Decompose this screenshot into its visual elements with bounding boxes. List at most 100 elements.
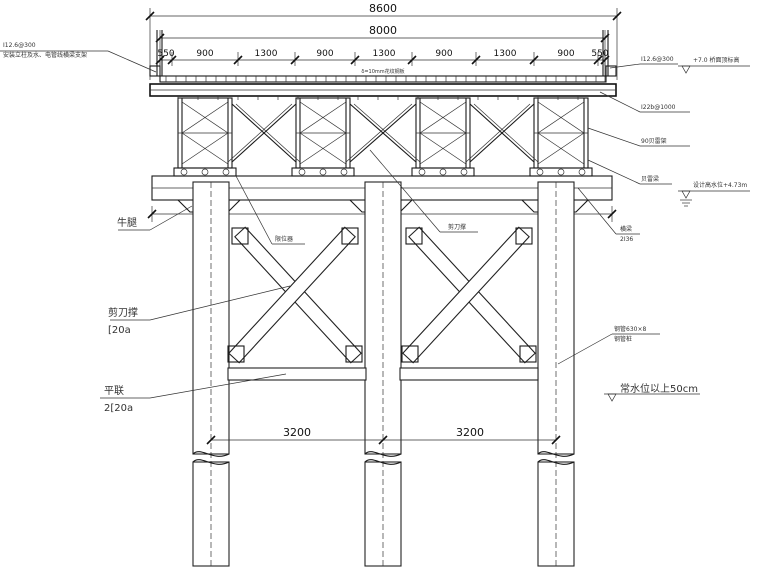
dim-3200-right: 3200 — [456, 426, 484, 439]
dim-8000-text: 8000 — [369, 24, 397, 37]
pile-spacing-dims: 3200 3200 — [206, 426, 561, 445]
deck: δ=10mm花纹钢板 — [149, 68, 617, 97]
dim-8600-text: 8600 — [369, 2, 397, 15]
cross-diag — [465, 103, 531, 163]
bolt — [439, 168, 447, 176]
top-left-desc: 安装立柱及水、电管线横梁支架 — [3, 51, 87, 59]
pile-break-lines — [192, 451, 575, 465]
top-left-code: I12.6@300 — [3, 42, 36, 49]
cross-diag — [231, 103, 297, 163]
brace-plate — [345, 345, 363, 363]
deck-top-level: +7.0 桥面顶标高 — [693, 56, 739, 64]
brace-plate — [341, 227, 359, 245]
beam-spec: I22b@1000 — [641, 104, 676, 111]
scissor-brace-right-b — [402, 226, 530, 364]
seg-5: 1300 — [373, 49, 396, 59]
seg-6: 900 — [435, 49, 452, 59]
frame-diag — [181, 132, 229, 165]
railing-base-right — [605, 65, 617, 77]
cross-diag — [469, 103, 535, 163]
pile-lower — [364, 461, 402, 567]
bolt — [201, 168, 209, 176]
break-line-bottom-3 — [537, 459, 575, 465]
seg-tick-1 — [167, 55, 177, 65]
seg-tick-3 — [290, 55, 300, 65]
annotations: I12.6@300 安装立柱及水、电管线横梁支架 I12.6@300 +7.0 … — [0, 42, 750, 414]
seg-8: 900 — [557, 49, 574, 59]
bolt — [180, 168, 188, 176]
seg-2: 900 — [196, 49, 213, 59]
scissor-brace-label: 剪刀撑 — [108, 306, 138, 319]
brace-plate — [401, 345, 419, 363]
bailey-frame-3 — [411, 97, 475, 177]
cross-diag — [227, 103, 293, 163]
frame-diag — [299, 132, 347, 165]
bolt — [578, 168, 586, 176]
steel-pile-spec: 钢管630×8 — [614, 325, 646, 333]
bailey-frame-1 — [173, 97, 237, 177]
seg-7: 1300 — [494, 49, 517, 59]
frame-diag — [537, 132, 585, 165]
frame-diag — [419, 101, 467, 134]
cross-diag — [353, 103, 421, 163]
cross-diag — [349, 103, 417, 163]
bailey-frame-4 — [529, 97, 593, 177]
seg-4: 900 — [316, 49, 333, 59]
bolt — [557, 168, 565, 176]
steel-pile-1 — [192, 181, 230, 567]
seg-tick-2 — [233, 55, 243, 65]
bolt — [536, 168, 544, 176]
break-line-bottom-1 — [192, 459, 230, 465]
steel-pile-3 — [537, 181, 575, 567]
deck-plate-label: δ=10mm花纹钢板 — [361, 68, 404, 75]
inter-frame-bracing-1 — [227, 103, 301, 163]
frame-diag — [181, 101, 229, 134]
railing-right — [602, 30, 609, 76]
railing-base-left — [149, 65, 161, 77]
break-line-top-2 — [364, 451, 402, 457]
steel-pile-label: 钢管桩 — [614, 335, 632, 343]
seg-1: 550 — [157, 49, 174, 59]
seg-tick-5 — [407, 55, 417, 65]
seg-tick-7 — [529, 55, 539, 65]
bolt — [418, 168, 426, 176]
inter-frame-bracing-2 — [345, 103, 421, 163]
tie-label: 平联 — [104, 385, 124, 397]
overall-dimension-8600: 8600 — [145, 2, 622, 80]
seg-9: 550 — [591, 49, 608, 59]
water-level-note: 常水位以上50cm — [620, 382, 698, 395]
pile-lower — [192, 461, 230, 567]
steel-piles — [192, 181, 575, 567]
bolt — [319, 168, 327, 176]
break-line-top-1 — [192, 451, 230, 457]
scissor-brace-spec: [20a — [108, 325, 131, 336]
corbel-label: 牛腿 — [117, 216, 137, 229]
seg-3: 1300 — [255, 49, 278, 59]
bailey-truss-group — [173, 96, 593, 177]
bolt — [460, 168, 468, 176]
brace-plate — [515, 227, 533, 245]
seg-tick-6 — [471, 55, 481, 65]
tie-spec: 2[20a — [104, 403, 133, 414]
inter-frame-bracing-3 — [465, 103, 539, 163]
bailey-frame-2 — [291, 97, 355, 177]
cross-diag — [345, 103, 413, 163]
limiter-label: 限位器 — [275, 235, 293, 243]
cap-beam-spec: 2I36 — [620, 236, 633, 243]
frame-diag — [299, 101, 347, 134]
bailey-beam-label: 贝雷梁 — [641, 175, 659, 183]
segment-dimensions: 550 900 1300 900 1300 900 1300 900 550 — [155, 49, 610, 66]
dim-3200-left: 3200 — [283, 426, 311, 439]
frame-diag — [419, 132, 467, 165]
cross-diag — [235, 103, 301, 163]
scissor-brace-left-b — [228, 226, 356, 364]
horizontal-tie — [227, 367, 539, 381]
seg-tick-8 — [593, 55, 603, 65]
bailey-label: 90贝雷架 — [641, 137, 667, 145]
frame-diag — [537, 101, 585, 134]
scissor-top-label: 剪刀撑 — [448, 223, 466, 231]
brace-plate — [231, 227, 249, 245]
pile-lower — [537, 461, 575, 567]
